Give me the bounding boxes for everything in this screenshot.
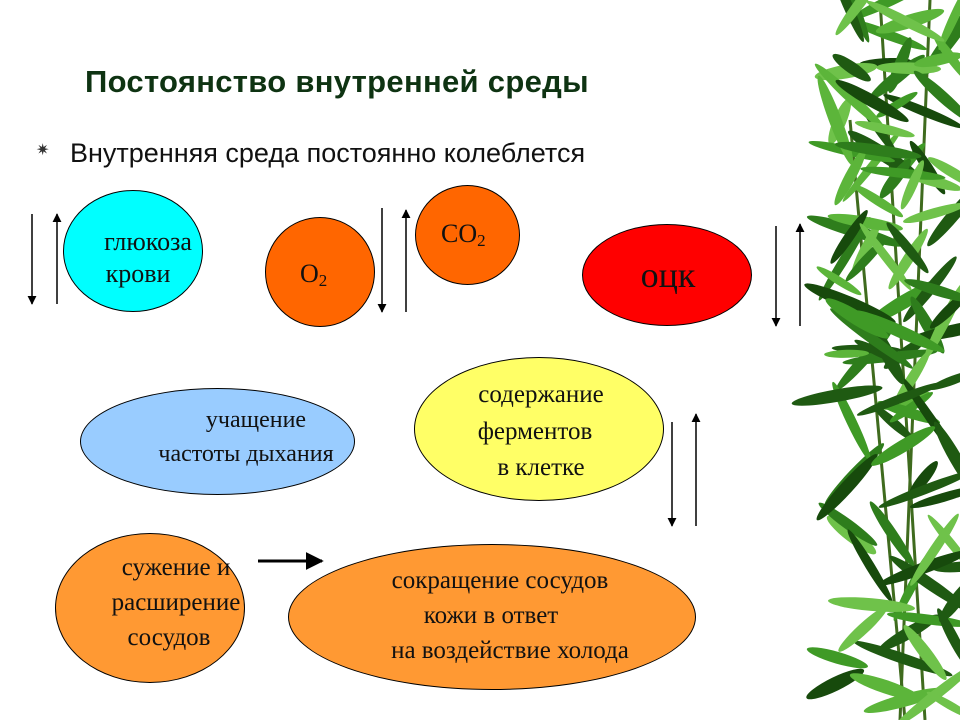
glucose-node [63,190,203,312]
vessels-label: сужение и расширение сосудов [111,554,241,651]
co2-label: CO2 [441,219,486,250]
bullet-text: Внутренняя среда постоянно колеблется [70,138,586,168]
skin-label: сокращение сосудов кожи в ответ на возде… [391,567,629,664]
breathing-label: учащение частоты дыхания [158,407,334,467]
co2-node [415,185,520,285]
enzymes-node [414,357,664,501]
breathing-node [80,388,355,495]
vessels-node [55,533,245,683]
otsk-node [582,224,752,326]
o2-label: O2 [300,259,328,290]
o2-node [265,217,375,327]
otsk-label: оцк [640,255,696,295]
slide-title: Постоянство внутренней среды [85,64,589,99]
skin-node [288,544,696,690]
glucose-label: глюкоза крови [104,227,192,288]
asterisk-bullet-icon: ✷ [36,140,50,159]
enzymes-label: содержание ферментов в клетке [477,381,604,481]
